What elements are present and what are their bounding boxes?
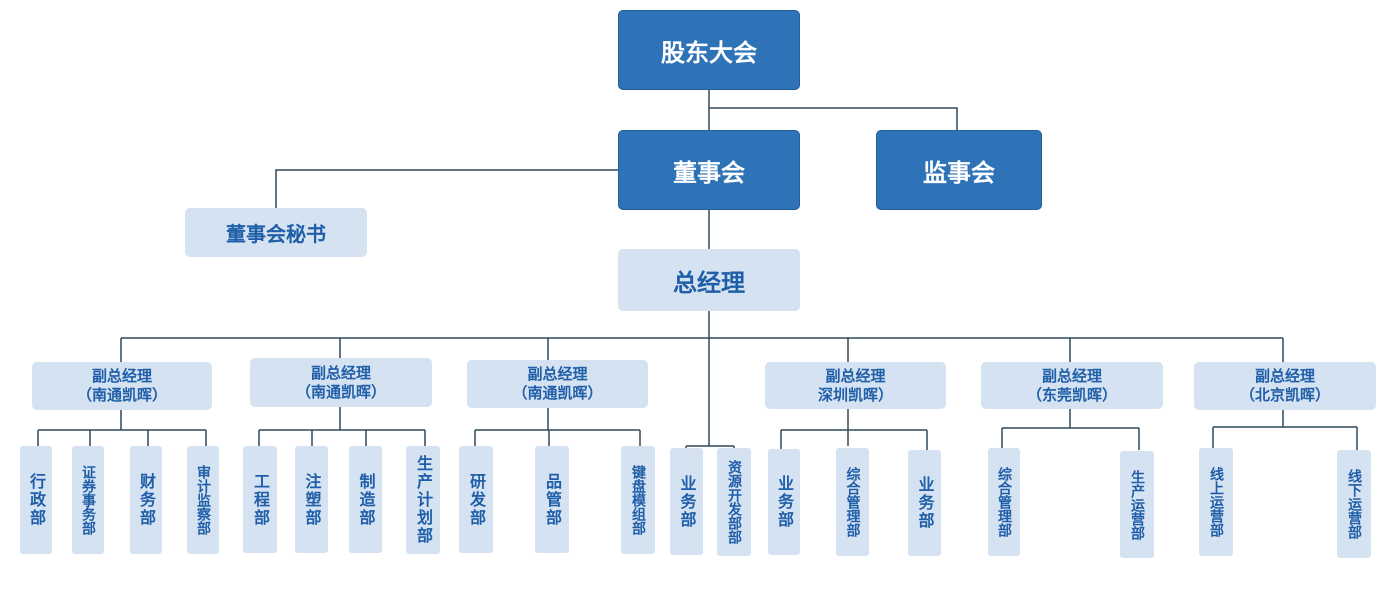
vp-location: （北京凯晖） — [1239, 386, 1330, 404]
dept-box: 制造部 — [349, 446, 382, 553]
dept-box: 线上运营部 — [1199, 448, 1233, 556]
dept-box: 研发部 — [459, 446, 493, 553]
board-secretary-box: 董事会秘书 — [185, 208, 367, 257]
dept-box: 行政部 — [20, 446, 52, 554]
general-manager-box: 总经理 — [618, 249, 800, 311]
vp-location: （南通凯晖） — [295, 382, 386, 401]
line-vp2 — [258, 338, 426, 446]
supervisors-box: 监事会 — [876, 130, 1042, 210]
vp-box: 副总经理（南通凯晖） — [467, 360, 648, 408]
dept-box: 财务部 — [130, 446, 162, 554]
vp-box: 副总经理（南通凯晖） — [32, 362, 212, 410]
dept-box: 工程部 — [243, 446, 277, 553]
dept-box: 业务部 — [768, 449, 800, 555]
dept-box: 证券事务部 — [72, 446, 104, 554]
vp-box: 副总经理（东莞凯晖） — [981, 362, 1163, 409]
line-vp5 — [1001, 338, 1140, 450]
vp-location: （南通凯晖） — [512, 384, 603, 402]
dept-box: 综合管理部 — [836, 448, 869, 556]
line-board-secretary — [275, 169, 618, 208]
dept-box: 综合管理部 — [988, 448, 1020, 556]
line-vp1 — [37, 338, 207, 446]
dept-box: 品管部 — [535, 446, 569, 553]
line-vp3 — [474, 338, 641, 446]
vp-location: （南通凯晖） — [76, 386, 167, 404]
vp-title: 副总经理 — [310, 363, 371, 382]
dept-box: 资源开发部部 — [717, 448, 751, 556]
line-vp6 — [1212, 338, 1358, 450]
dept-box: 键盘模组部 — [621, 446, 655, 554]
line-shareholders-supervisors — [709, 107, 958, 130]
board-box: 董事会 — [618, 130, 800, 210]
vp-title: 副总经理 — [91, 367, 152, 385]
vp-title: 副总经理 — [1041, 366, 1102, 385]
vp-location: 深圳凯晖） — [817, 385, 893, 404]
vp-title: 副总经理 — [527, 365, 588, 383]
vp-title: 副总经理 — [825, 366, 886, 385]
vp-location: （东莞凯晖） — [1026, 385, 1117, 404]
vp-box: 副总经理（北京凯晖） — [1194, 362, 1376, 410]
vp-box: 副总经理深圳凯晖） — [765, 362, 946, 409]
dept-box: 业务部 — [908, 450, 941, 556]
vp-box: 副总经理（南通凯晖） — [250, 358, 432, 407]
dept-box: 注塑部 — [295, 446, 328, 553]
shareholders-meeting-box: 股东大会 — [618, 10, 800, 90]
line-vp4 — [780, 338, 928, 450]
vp-title: 副总经理 — [1254, 367, 1315, 385]
dept-box: 线下运营部 — [1337, 450, 1371, 558]
dept-box: 审计监察部 — [187, 446, 219, 554]
dept-box: 生产运营部 — [1120, 451, 1154, 558]
dept-box: 生产计划部 — [406, 446, 440, 554]
dept-box: 业务部 — [670, 448, 703, 555]
